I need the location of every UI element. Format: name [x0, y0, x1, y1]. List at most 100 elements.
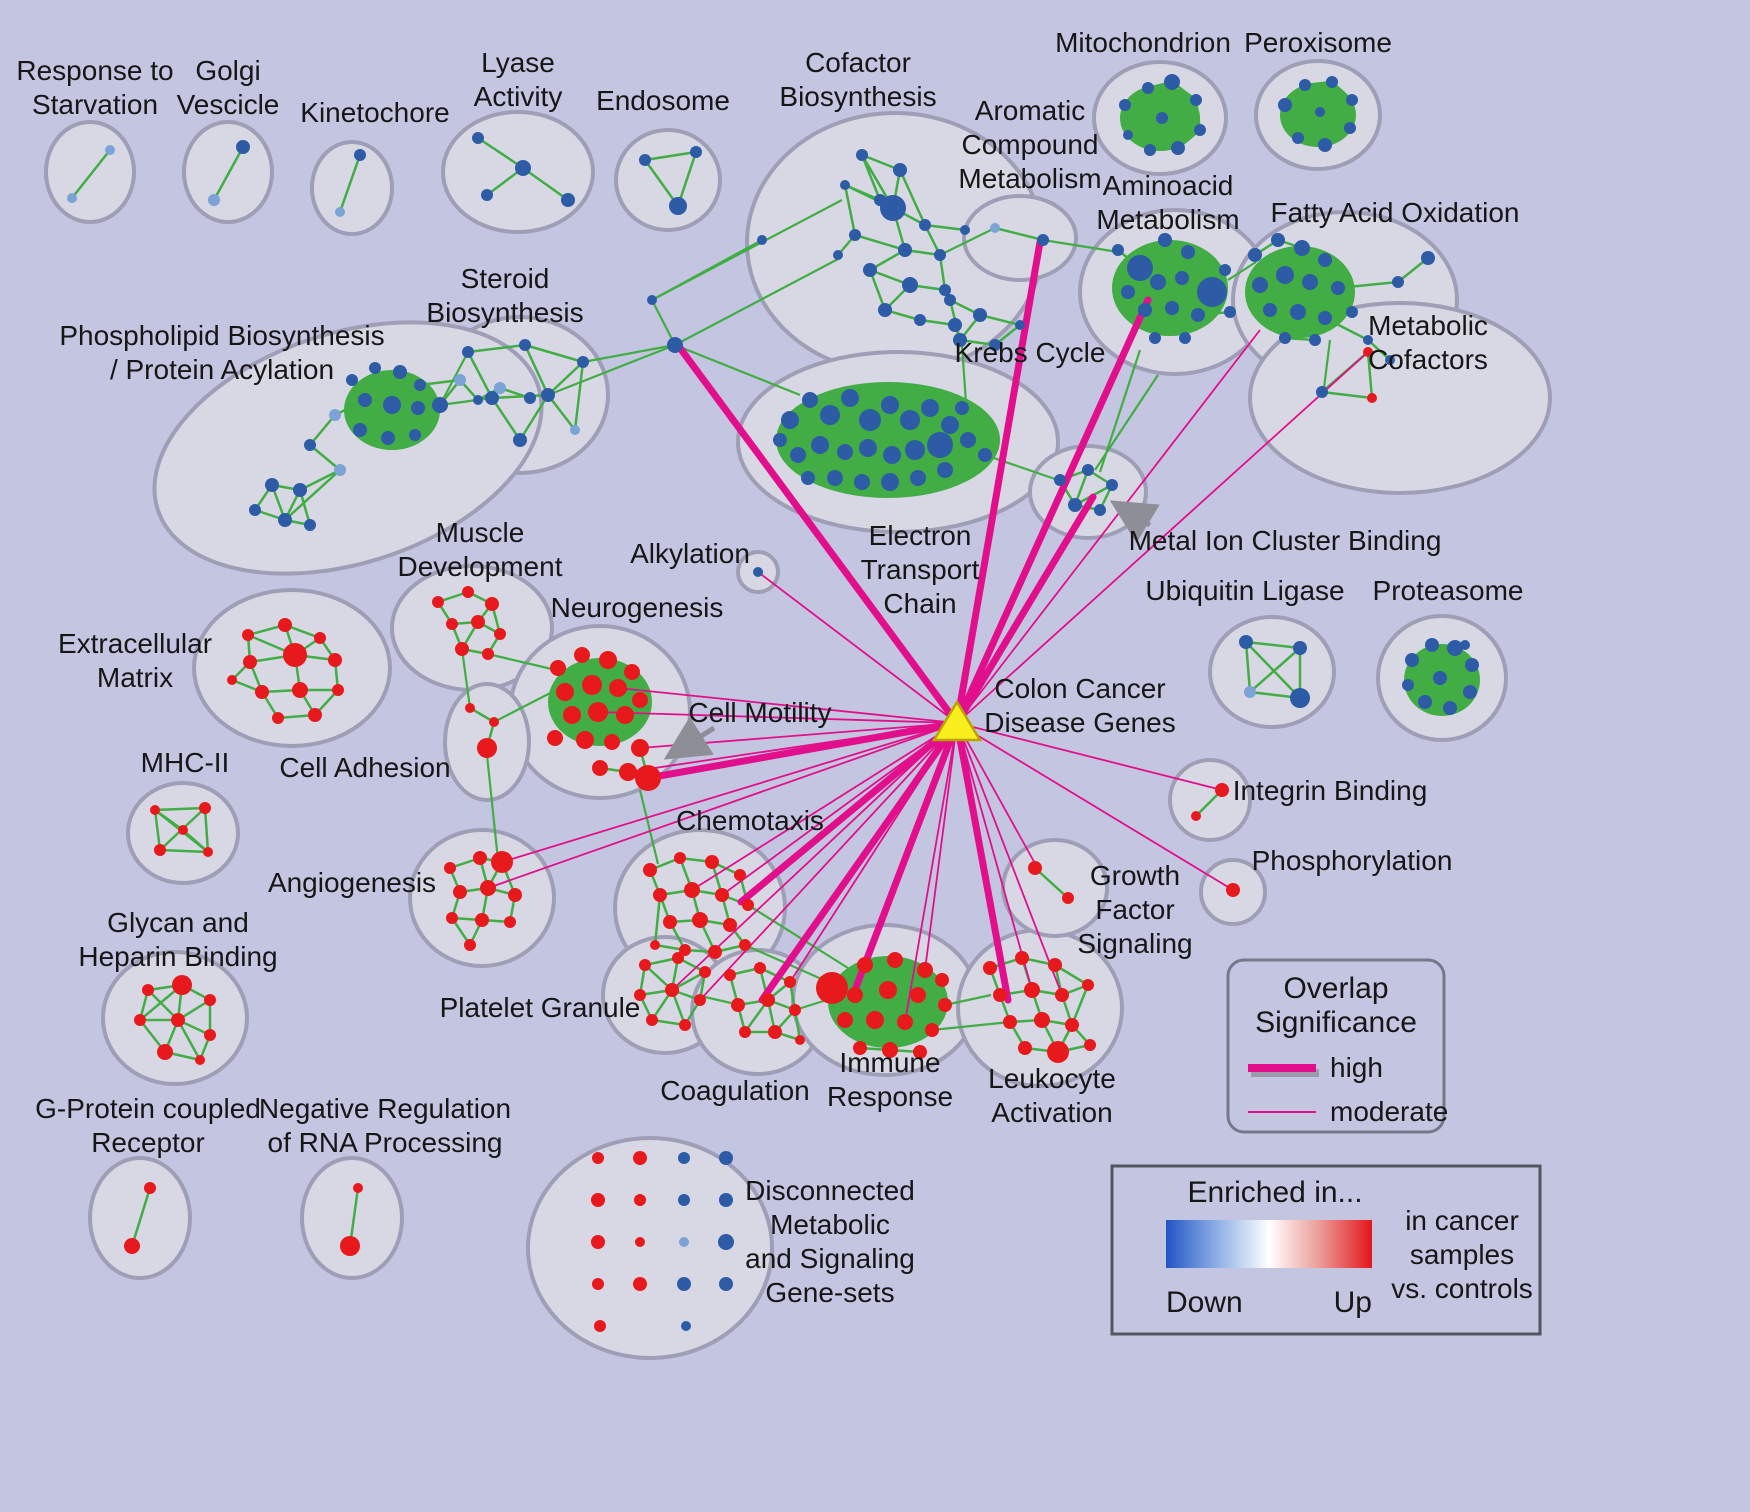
cluster-label-aromatic-compound-metabolism: Metabolism	[958, 163, 1101, 194]
green-edge-mhc-ii	[203, 807, 210, 853]
gene-set-node-steroid-biosynthesis	[485, 391, 499, 405]
gene-set-node-aminoacid-metabolism	[1149, 332, 1161, 344]
green-edge-cofactor-biosynthesis	[868, 269, 887, 311]
cluster-label-negative-regulation-rna-processing: Negative Regulation	[259, 1093, 511, 1124]
significance-edge-moderate	[956, 722, 1063, 996]
gene-set-node-endosome	[669, 197, 687, 215]
cluster-label-alkylation: Alkylation	[630, 538, 750, 569]
gene-set-node-muscle-development	[494, 628, 506, 640]
cluster-label-leukocyte-activation: Leukocyte	[988, 1063, 1116, 1094]
gene-set-node-immune-response	[925, 1023, 939, 1037]
gene-set-node-phospholipid-protein-acylation	[393, 365, 407, 379]
cluster-label-proteasome: Proteasome	[1373, 575, 1524, 606]
gene-set-node-neurogenesis	[574, 647, 590, 663]
gene-set-node-angiogenesis	[491, 851, 513, 873]
gene-set-node-fatty-acid-oxidation	[1248, 248, 1262, 262]
gene-set-node-phospholipid-protein-acylation	[304, 439, 316, 451]
gene-set-node-glycan-heparin-binding	[142, 984, 154, 996]
gene-set-node-immune-response	[816, 972, 848, 1004]
gene-set-node-immune-response	[847, 987, 863, 1003]
significance-edge-high	[953, 296, 1152, 727]
cluster-label-neurogenesis: Neurogenesis	[551, 592, 724, 623]
gene-set-node-immune-response	[913, 1045, 927, 1059]
gene-set-node-response-to-starvation	[67, 193, 77, 203]
gene-set-node-extracellular-matrix	[243, 655, 257, 669]
gene-set-node-metal-ion-cluster-binding	[1054, 474, 1066, 486]
green-edge	[493, 687, 561, 723]
green-edge-mhc-ii	[154, 808, 184, 832]
gene-set-node-fatty-acid-oxidation	[1318, 253, 1332, 267]
gene-set-node-disconnected-gene-sets	[677, 1277, 691, 1291]
green-edge-mhc-ii	[154, 806, 206, 812]
cluster-label-mitochondrion: Mitochondrion	[1055, 27, 1231, 58]
green-edge-phospholipid-protein-acylation	[309, 444, 341, 471]
significance-edge-moderate	[487, 722, 958, 889]
green-edge	[439, 396, 493, 407]
gene-set-node-cofactor-biosynthesis	[934, 249, 946, 261]
green-edge-ubiquitin-ligase	[1249, 647, 1301, 693]
green-edge-metabolic-cofactors	[1321, 390, 1373, 400]
green-edge-endosome	[644, 150, 697, 162]
dense-edge-blob-neurogenesis	[548, 658, 652, 746]
gene-set-node-proteasome	[1465, 658, 1479, 672]
gene-set-node-mitochondrion	[1156, 112, 1168, 124]
gene-set-node-mitochondrion	[1194, 124, 1206, 136]
green-edge-endosome	[676, 151, 698, 207]
gene-set-node-chemotaxis	[734, 869, 746, 881]
gene-set-node-proteasome	[1447, 640, 1463, 656]
cluster-ellipse-endosome	[614, 128, 722, 232]
significance-edge-moderate	[699, 722, 958, 1001]
green-edge	[704, 995, 732, 1005]
significance-edge-moderate	[671, 722, 958, 991]
green-edge-lyase-activity	[522, 166, 569, 202]
gene-set-node-aminoacid-metabolism	[1112, 244, 1124, 256]
gene-set-node-electron-transport-chain	[881, 396, 899, 414]
gene-set-node-electron-transport-chain	[820, 405, 840, 425]
gene-set-node-phospholipid-protein-acylation	[414, 379, 426, 391]
nodes-layer	[67, 74, 1479, 1332]
gene-set-node-chemotaxis	[663, 915, 677, 929]
gene-set-node-cofactor-biosynthesis	[939, 284, 951, 296]
gene-set-node-ubiquitin-ligase	[1293, 641, 1307, 655]
green-edge	[944, 993, 992, 1007]
disease-genes-hub	[931, 699, 983, 742]
green-edge	[674, 343, 801, 397]
gene-set-node-immune-response	[897, 1014, 913, 1030]
gene-set-node-phospholipid-protein-acylation	[369, 362, 381, 374]
cluster-label-metabolic-cofactors: Metabolic	[1368, 310, 1488, 341]
cluster-label-disconnected-gene-sets: Metabolic	[770, 1209, 890, 1240]
gene-set-node-coagulation	[754, 962, 766, 974]
gene-set-node-phospholipid-protein-acylation	[381, 431, 395, 445]
gene-set-node-leukocyte-activation	[1047, 1041, 1069, 1063]
significance-edge-moderate	[956, 329, 1261, 724]
gene-set-node-electron-transport-chain	[881, 473, 899, 491]
gene-set-node-coagulation	[739, 1026, 751, 1038]
cluster-label-electron-transport-chain: Transport	[861, 554, 980, 585]
gene-set-node-phospholipid-protein-acylation	[524, 392, 536, 404]
gene-set-node-phospholipid-protein-acylation	[249, 504, 261, 516]
gene-set-node-steroid-biosynthesis	[541, 388, 555, 402]
green-edge-steroid-biosynthesis	[491, 393, 549, 400]
gene-set-node-phospholipid-protein-acylation	[304, 519, 316, 531]
gene-set-node-leukocyte-activation	[1003, 1015, 1017, 1029]
gene-set-node-phospholipid-protein-acylation	[409, 429, 421, 441]
gene-set-node-angiogenesis	[473, 851, 487, 865]
gene-set-node-electron-transport-chain	[837, 444, 853, 460]
enriched-side-label: samples	[1410, 1239, 1514, 1270]
gene-set-node-steroid-biosynthesis	[519, 339, 531, 351]
gene-set-node-ubiquitin-ligase	[1244, 686, 1256, 698]
green-edge	[460, 648, 472, 709]
gene-set-node-cofactor-biosynthesis	[960, 225, 970, 235]
gene-set-node-disconnected-gene-sets	[633, 1151, 647, 1165]
significance-edge-moderate	[501, 722, 958, 863]
gene-set-node-proteasome	[1433, 671, 1447, 685]
gene-set-node-aromatic-compound-metabolism	[1037, 234, 1049, 246]
gene-set-node-extracellular-matrix	[283, 643, 307, 667]
gene-set-node-phospholipid-protein-acylation	[329, 409, 341, 421]
green-edge-response-to-starvation	[71, 149, 111, 199]
gene-set-node-fatty-acid-oxidation	[1421, 251, 1435, 265]
cluster-label-lyase-activity: Lyase	[481, 47, 555, 78]
gene-set-node-extracellular-matrix	[227, 675, 237, 685]
cluster-label-golgi-vescicle: Golgi	[195, 55, 260, 86]
